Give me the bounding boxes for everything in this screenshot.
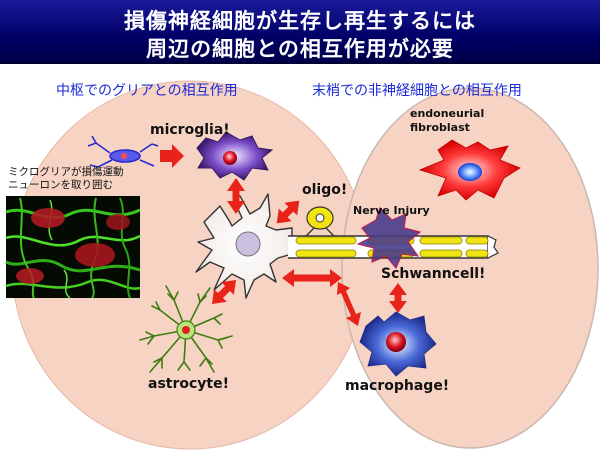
oligodendrocyte-icon xyxy=(305,206,335,237)
micrograph-caption-line-1: ミクログリアが損傷運動 xyxy=(8,166,124,178)
arrow-neuron-schwann xyxy=(282,269,342,287)
schwann-label: Schwanncell! xyxy=(381,266,486,282)
arrow-neuron-astrocyte xyxy=(211,279,237,305)
oligo-label: oligo! xyxy=(302,182,348,198)
macrophage-nucleus-icon xyxy=(386,332,406,352)
resting-microglia-icon xyxy=(87,135,159,168)
arrow-neuron-oligo xyxy=(276,200,300,224)
fibroblast-nucleus-icon xyxy=(458,163,482,181)
micrograph-image xyxy=(5,196,141,299)
microglia-nucleus-icon xyxy=(223,151,237,165)
endoneurial-label: endoneurial xyxy=(410,107,485,120)
central-caption: 中枢でのグリアとの相互作用 xyxy=(56,83,238,99)
neuron-nucleus-icon xyxy=(235,231,261,257)
injury-burst-icon xyxy=(356,206,422,270)
title-line-1: 損傷神経細胞が生存し再生するには xyxy=(124,9,476,33)
arrow-schwann-macrophage xyxy=(389,283,407,313)
peripheral-caption: 末梢での非神経細胞との相互作用 xyxy=(312,83,522,99)
title-line-2: 周辺の細胞との相互作用が必要 xyxy=(146,37,454,61)
title-bar: 損傷神経細胞が生存し再生するには 周辺の細胞との相互作用が必要 xyxy=(0,0,600,64)
microglia-label: microglia! xyxy=(150,122,230,138)
activation-arrow xyxy=(160,144,184,168)
nerve-injury-label: Nerve Injury xyxy=(353,204,430,217)
arrow-microglia-neuron xyxy=(227,178,245,214)
astrocyte-nucleus-icon xyxy=(182,326,190,334)
arrow-axon-macrophage xyxy=(337,282,361,326)
macrophage-label: macrophage! xyxy=(345,378,450,394)
micrograph-caption-line-2: ニューロンを取り囲む xyxy=(8,179,113,191)
astrocyte-label: astrocyte! xyxy=(148,376,229,392)
fibroblast-label: fibroblast xyxy=(410,121,470,134)
